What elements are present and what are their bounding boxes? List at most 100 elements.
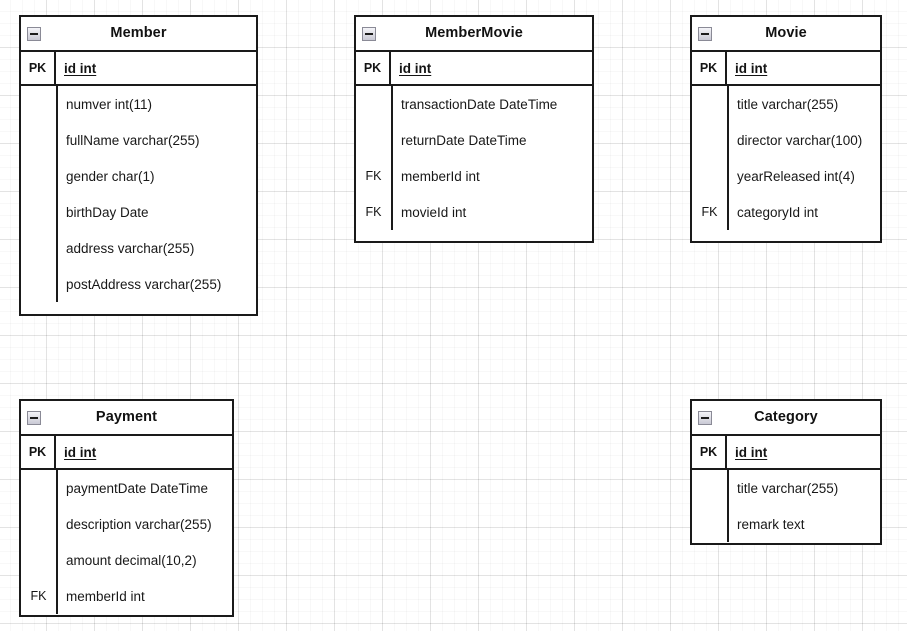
attribute-name: returnDate DateTime [401,132,527,148]
attribute-key-cell [21,470,56,506]
entity-title: Member [110,25,167,42]
entity-header: Movie [692,17,880,52]
primary-key-field: id int [391,52,592,84]
minus-glyph [30,32,38,35]
attribute-row[interactable]: address varchar(255) [21,230,256,266]
attribute-list: title varchar(255) director varchar(100) y… [692,86,880,234]
minus-box-icon[interactable] [698,410,712,425]
attribute-name: description varchar(255) [66,516,212,532]
attribute-name: remark text [737,516,805,532]
minus-glyph [365,32,373,35]
attribute-key-cell [21,194,56,230]
attribute-list: transactionDate DateTime returnDate DateT… [356,86,592,234]
entity-title: Movie [765,25,807,42]
attribute-name: categoryId int [737,204,819,220]
primary-key-row[interactable]: PK id int [21,52,256,86]
attribute-row[interactable]: gender char(1) [21,158,256,194]
attribute-list-padding [21,302,256,306]
attribute-list: title varchar(255) remark text [692,470,880,546]
primary-key-marker: PK [21,52,56,84]
attribute-key-cell [21,86,56,122]
primary-key-field-label: id int [64,444,97,460]
attribute-list-padding [692,542,880,546]
attribute-list-padding [692,230,880,234]
attribute-row[interactable]: title varchar(255) [692,86,880,122]
attribute-row[interactable]: FK memberId int [21,578,232,614]
primary-key-marker: PK [692,52,727,84]
attribute-row[interactable]: paymentDate DateTime [21,470,232,506]
primary-key-row[interactable]: PK id int [356,52,592,86]
minus-box-icon[interactable] [698,26,712,41]
attribute-row[interactable]: fullName varchar(255) [21,122,256,158]
entity-title: Category [754,409,818,426]
attribute-name: title varchar(255) [737,480,839,496]
attribute-row[interactable]: transactionDate DateTime [356,86,592,122]
minus-glyph [30,416,38,419]
primary-key-row[interactable]: PK id int [21,436,232,470]
attribute-key-cell [21,122,56,158]
attribute-row[interactable]: title varchar(255) [692,470,880,506]
attribute-row[interactable]: description varchar(255) [21,506,232,542]
attribute-key-cell [21,542,56,578]
foreign-key-marker: FK [30,589,47,603]
attribute-name: memberId int [66,588,145,604]
minus-box-icon[interactable] [362,26,376,41]
primary-key-field-label: id int [735,444,768,460]
attribute-name: fullName varchar(255) [66,132,200,148]
attribute-name: amount decimal(10,2) [66,552,197,568]
primary-key-field-label: id int [64,60,97,76]
primary-key-field: id int [56,436,232,468]
attribute-name: postAddress varchar(255) [66,276,222,292]
attribute-name: gender char(1) [66,168,155,184]
foreign-key-marker: FK [365,205,382,219]
attribute-row[interactable]: yearReleased int(4) [692,158,880,194]
attribute-key-cell [692,158,727,194]
attribute-row[interactable]: amount decimal(10,2) [21,542,232,578]
attribute-key-cell [21,158,56,194]
attribute-row[interactable]: birthDay Date [21,194,256,230]
attribute-name: address varchar(255) [66,240,195,256]
minus-box-icon[interactable] [27,410,41,425]
primary-key-field-label: id int [399,60,432,76]
attribute-name: transactionDate DateTime [401,96,558,112]
attribute-name: director varchar(100) [737,132,863,148]
attribute-name: title varchar(255) [737,96,839,112]
entity-header: Payment [21,401,232,436]
entity-header: MemberMovie [356,17,592,52]
attribute-row[interactable]: director varchar(100) [692,122,880,158]
attribute-key-cell [692,122,727,158]
primary-key-row[interactable]: PK id int [692,52,880,86]
minus-glyph [701,416,709,419]
entity-header: Member [21,17,256,52]
attribute-key-cell [692,470,727,506]
primary-key-marker: PK [21,436,56,468]
primary-key-field-label: id int [735,60,768,76]
attribute-key-cell [356,86,391,122]
attribute-row[interactable]: remark text [692,506,880,542]
entity-title: Payment [95,409,158,426]
minus-box-icon[interactable] [27,26,41,41]
attribute-key-cell [356,122,391,158]
primary-key-marker: PK [356,52,391,84]
foreign-key-marker: FK [365,169,382,183]
attribute-list: numver int(11) fullName varchar(255) gende… [21,86,256,306]
entity-header: Category [692,401,880,436]
attribute-name: birthDay Date [66,204,149,220]
attribute-list-padding [356,230,592,234]
primary-key-field: id int [56,52,256,84]
attribute-list: paymentDate DateTime description varchar(… [21,470,232,618]
attribute-row[interactable]: postAddress varchar(255) [21,266,256,302]
attribute-row[interactable]: numver int(11) [21,86,256,122]
primary-key-field: id int [727,52,880,84]
entity-title: MemberMovie [425,25,523,42]
attribute-row[interactable]: returnDate DateTime [356,122,592,158]
